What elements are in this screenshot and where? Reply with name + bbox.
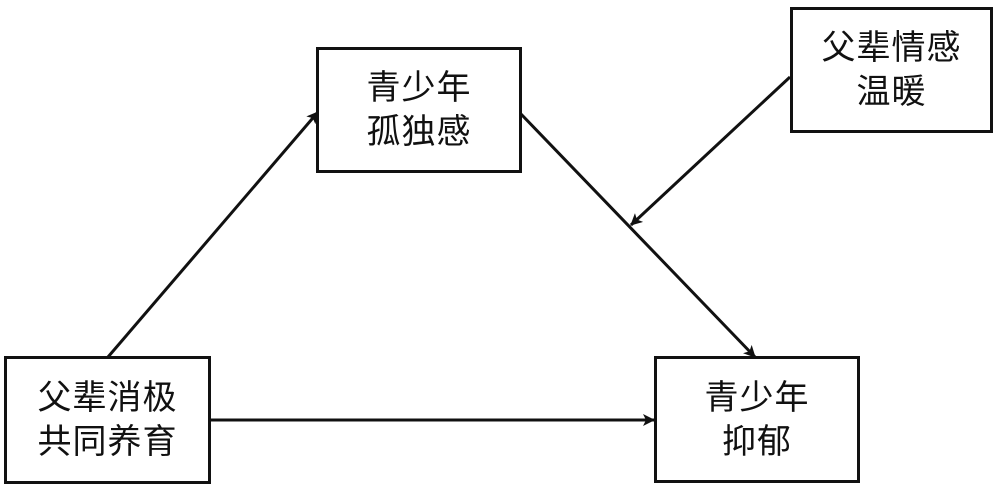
- node-adolescent-loneliness: 青少年 孤独感: [316, 47, 522, 173]
- node-paternal-emotional-warmth-line2: 温暖: [856, 72, 927, 112]
- arrow-coparenting-to-loneliness: [106, 111, 320, 358]
- node-adolescent-depression-line1: 青少年: [704, 377, 810, 418]
- node-paternal-negative-coparenting: 父辈消极 共同养育: [4, 356, 211, 484]
- node-paternal-emotional-warmth: 父辈情感 温暖: [790, 7, 993, 133]
- node-paternal-negative-coparenting-line1: 父辈消极: [37, 378, 178, 418]
- node-adolescent-depression: 青少年 抑郁: [654, 356, 860, 483]
- arrow-loneliness-to-depression: [518, 111, 757, 359]
- node-adolescent-loneliness-line1: 青少年: [366, 68, 472, 108]
- node-paternal-emotional-warmth-line1: 父辈情感: [821, 28, 962, 68]
- node-paternal-negative-coparenting-line2: 共同养育: [37, 422, 178, 462]
- node-adolescent-depression-line2: 抑郁: [722, 421, 792, 462]
- arrow-warmth-moderation: [629, 75, 792, 227]
- node-adolescent-loneliness-line2: 孤独感: [366, 112, 472, 152]
